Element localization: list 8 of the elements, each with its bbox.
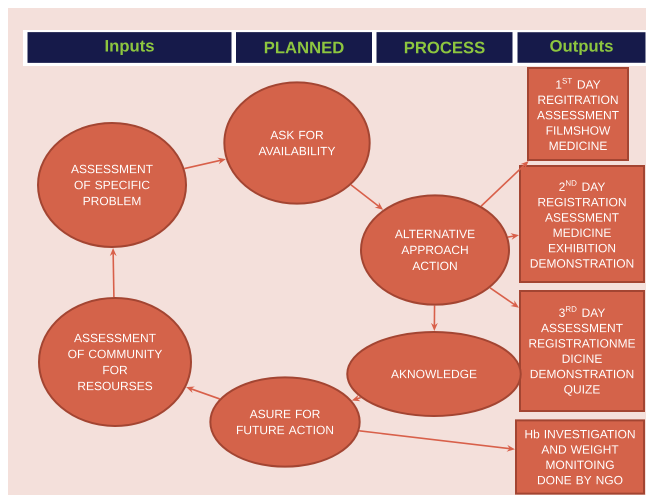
output-box: $\text{3}^{\text{RD}}\text{ DAY}$ ASSESSMENT REGISTRATIONME DICINE DEMONSTRATION QUIZE (519, 290, 645, 412)
output-box: $\text{2}^{\text{ND}}\text{ DAY}$ REGISTRATION ASESSMENT MEDICINE EXHIBITION DEMONSTRATION (519, 165, 645, 283)
header-cell: Inputs (28, 32, 232, 63)
header-cell: PROCESS (376, 32, 512, 63)
output-box: $\text{1}^{\text{ST}}\text{ DAY}$ REGITRATION ASSESSMENT FILMSHOW MEDICINE (527, 67, 629, 161)
header-cell: Outputs (518, 32, 646, 63)
output-box: Hb INVESTIGATION AND WEIGHT MONITOING DONE BY NGO (515, 419, 645, 495)
header-cell: PLANNED (236, 32, 372, 63)
